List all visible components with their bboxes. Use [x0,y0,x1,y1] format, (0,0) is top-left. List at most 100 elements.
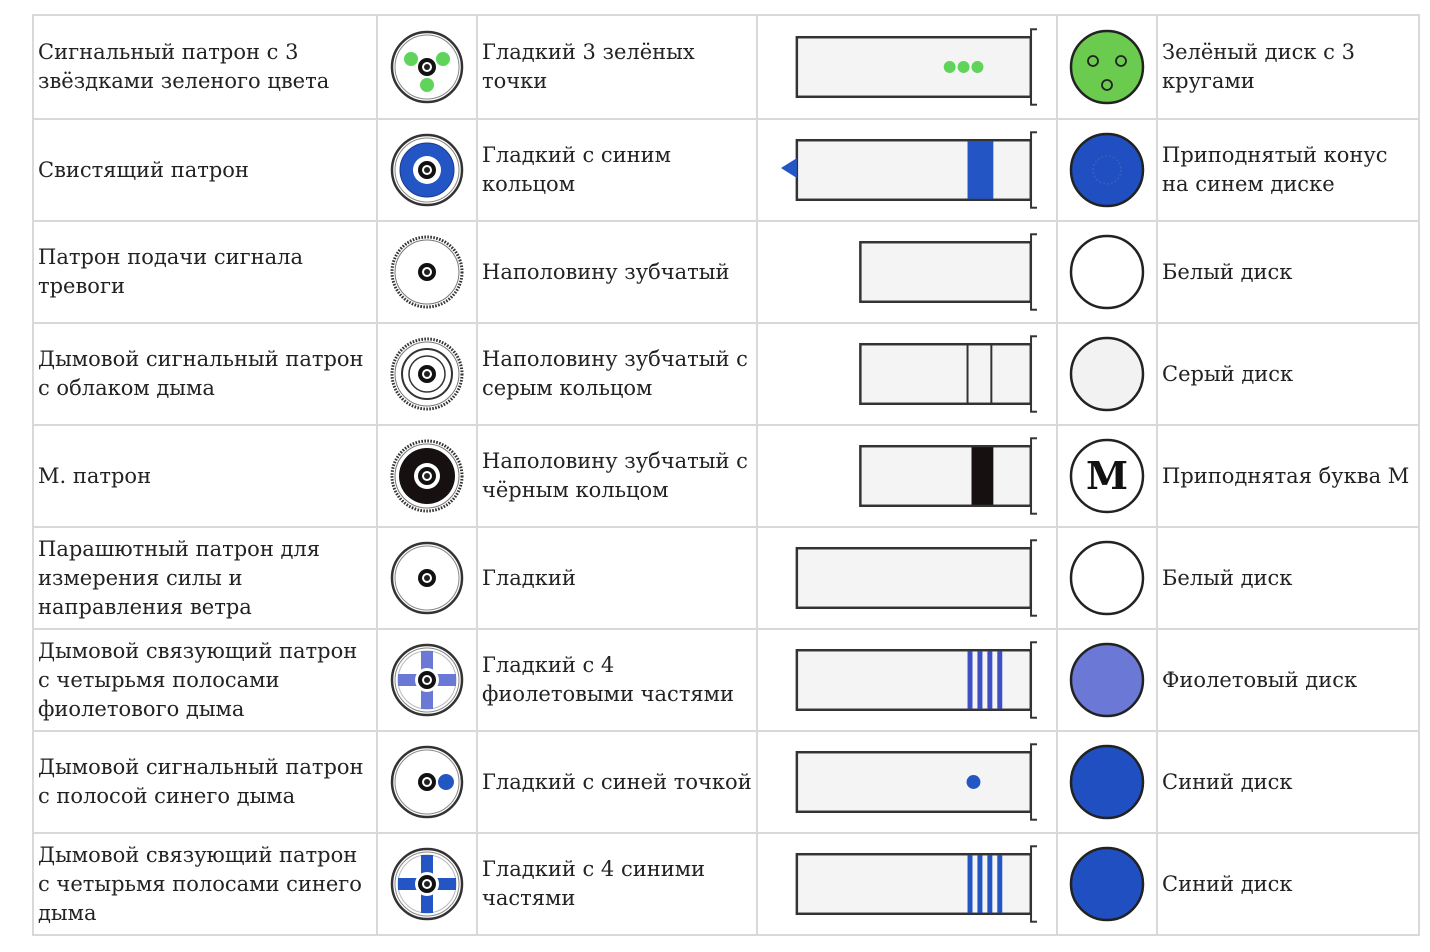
top-view-cell [376,14,478,120]
top-view-description: Наполовину зубчатый [482,259,730,284]
cartridge-name: Парашютный патрон для измерения силы и н… [38,536,321,619]
blue-ring-side-icon [780,131,1037,209]
top-view-cell [376,322,478,426]
disk-description: Белый диск [1162,565,1293,590]
top-view-desc-cell: Гладкий 3 зелёных точки [476,14,758,120]
half-serrated-black-ring-side-icon [859,437,1037,515]
top-view-desc-cell: Наполовину зубчатый с серым кольцом [476,322,758,426]
disk-desc-cell: Приподнятая буква М [1156,424,1420,528]
disk-description: Фиолетовый диск [1162,667,1358,692]
blue-dot-icon [390,745,464,819]
disk-description: Белый диск [1162,259,1293,284]
top-view-cell [376,526,478,630]
cartridge-name-cell: Дымовой сигнальный патрон с облаком дыма [32,322,378,426]
top-view-desc-cell: Гладкий с синей точкой [476,730,758,834]
disk-desc-cell: Зелёный диск с 3 кругами [1156,14,1420,120]
table-row: Дымовой связующий патрон с четырьмя поло… [32,832,1420,936]
cartridge-name-cell: Сигнальный патрон с 3 звёздками зеленого… [32,14,378,120]
side-view-cell [756,118,1058,222]
top-view-cell [376,628,478,732]
cartridge-name-cell: Дымовой связующий патрон с четырьмя поло… [32,832,378,936]
top-view-desc-cell: Наполовину зубчатый с чёрным кольцом [476,424,758,528]
top-view-description: Наполовину зубчатый с чёрным кольцом [482,449,748,502]
cartridge-name: Сигнальный патрон с 3 звёздками зеленого… [38,40,330,93]
disk-cell: M [1056,424,1158,528]
disk-cell [1056,118,1158,222]
table-row: Сигнальный патрон с 3 звёздками зеленого… [32,14,1420,120]
cartridge-name: Свистящий патрон [38,157,249,182]
svg-text:M: M [1086,453,1128,498]
blue-stripes-side-icon [795,845,1037,923]
table-row: Дымовой сигнальный патрон с облаком дыма… [32,322,1420,426]
table-row: М. патрон Наполовину зубчатый с чёрным ко… [32,424,1420,528]
disk-cell [1056,730,1158,834]
cartridge-name-cell: Дымовой связующий патрон с четырьмя поло… [32,628,378,732]
half-serrated-icon [390,235,464,309]
disk-description: Синий диск [1162,769,1293,794]
cartridge-name-cell: Дымовой сигнальный патрон с полосой сине… [32,730,378,834]
blue-disk-icon [1069,744,1145,820]
green-disk-3-circles-icon [1069,29,1145,105]
top-view-description: Гладкий с синим кольцом [482,143,672,196]
cartridge-name-cell: Парашютный патрон для измерения силы и н… [32,526,378,630]
top-view-desc-cell: Наполовину зубчатый [476,220,758,324]
disk-cell [1056,322,1158,426]
cartridge-name: Дымовой связующий патрон с четырьмя поло… [38,842,362,925]
disk-cell [1056,526,1158,630]
violet-disk-icon [1069,642,1145,718]
top-view-cell [376,424,478,528]
cartridge-name-cell: Патрон подачи сигнала тревоги [32,220,378,324]
blue-dot-side-icon [795,743,1037,821]
top-view-cell [376,832,478,936]
side-view-cell [756,322,1058,426]
half-serrated-grey-ring-side-icon [859,335,1037,413]
disk-desc-cell: Серый диск [1156,322,1420,426]
top-view-desc-cell: Гладкий [476,526,758,630]
cartridge-name-cell: Свистящий патрон [32,118,378,222]
disk-description: Приподнятая буква М [1162,463,1410,488]
top-view-desc-cell: Гладкий с синим кольцом [476,118,758,222]
table-row: Парашютный патрон для измерения силы и н… [32,526,1420,630]
side-view-cell [756,832,1058,936]
half-serrated-grey-ring-icon [390,337,464,411]
top-view-description: Наполовину зубчатый с серым кольцом [482,347,748,400]
cartridge-name-cell: М. патрон [32,424,378,528]
cartridge-name: Дымовой сигнальный патрон с облаком дыма [38,347,364,400]
table-row: Дымовой сигнальный патрон с полосой сине… [32,730,1420,834]
white-disk-icon [1069,540,1145,616]
signal-cartridge-table: Сигнальный патрон с 3 звёздками зеленого… [32,14,1420,936]
cartridge-name: М. патрон [38,463,152,488]
green-3-dots-icon [390,30,464,104]
half-serrated-black-ring-icon [390,439,464,513]
top-view-cell [376,220,478,324]
disk-desc-cell: Белый диск [1156,220,1420,324]
raised-letter-m-icon: M [1069,438,1145,514]
smooth-icon [390,541,464,615]
side-view-cell [756,628,1058,732]
cartridge-name: Дымовой сигнальный патрон с полосой сине… [38,755,364,808]
top-view-desc-cell: Гладкий с 4 фиолетовыми частями [476,628,758,732]
side-view-cell [756,526,1058,630]
green-3-dots-side-icon [795,28,1037,106]
disk-desc-cell: Фиолетовый диск [1156,628,1420,732]
cartridge-name: Патрон подачи сигнала тревоги [38,245,303,298]
disk-description: Зелёный диск с 3 кругами [1162,40,1355,93]
grey-disk-icon [1069,336,1145,412]
violet-4-parts-icon [390,643,464,717]
disk-cell [1056,832,1158,936]
side-view-cell [756,220,1058,324]
side-view-cell [756,730,1058,834]
blue-ring-icon [390,133,464,207]
white-disk-icon [1069,234,1145,310]
top-view-cell [376,730,478,834]
disk-description: Серый диск [1162,361,1294,386]
disk-cell [1056,14,1158,120]
violet-stripes-side-icon [795,641,1037,719]
disk-desc-cell: Синий диск [1156,832,1420,936]
top-view-description: Гладкий с 4 синими частями [482,857,706,910]
side-view-cell [756,14,1058,120]
top-view-desc-cell: Гладкий с 4 синими частями [476,832,758,936]
disk-desc-cell: Белый диск [1156,526,1420,630]
blue-4-parts-icon [390,847,464,921]
